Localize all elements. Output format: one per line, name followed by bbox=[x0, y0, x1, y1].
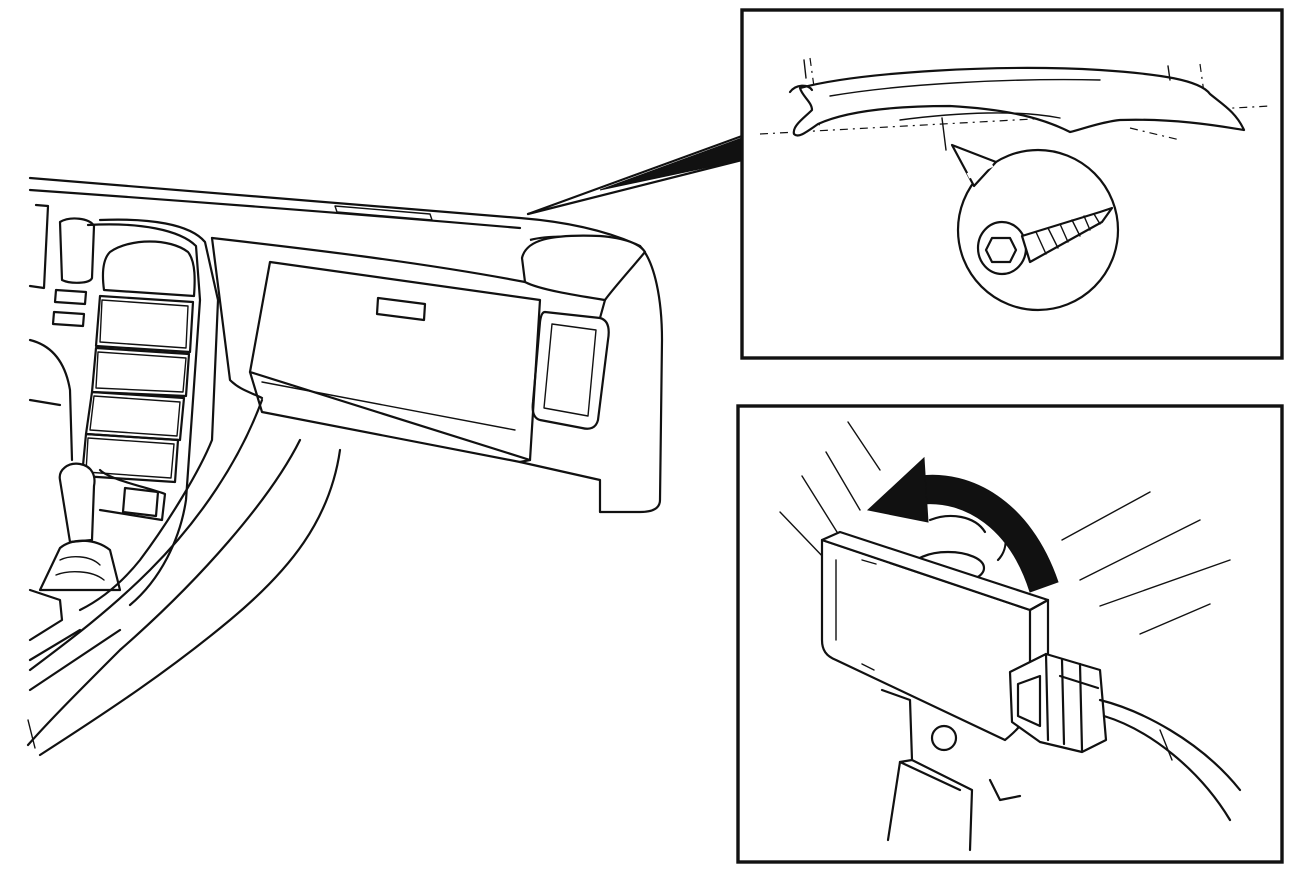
sensor-module-detail-panel bbox=[736, 404, 1284, 864]
connector bbox=[1008, 652, 1108, 754]
dashboard-illustration bbox=[26, 176, 664, 757]
detail-frame-bottom bbox=[736, 404, 1284, 864]
callout-pointer-icon bbox=[526, 134, 744, 216]
detail-frame-top bbox=[740, 8, 1284, 360]
screw-icon bbox=[976, 206, 1114, 276]
rotate-arrow-icon bbox=[866, 456, 1059, 593]
airbag-cover-detail-panel bbox=[740, 8, 1284, 360]
